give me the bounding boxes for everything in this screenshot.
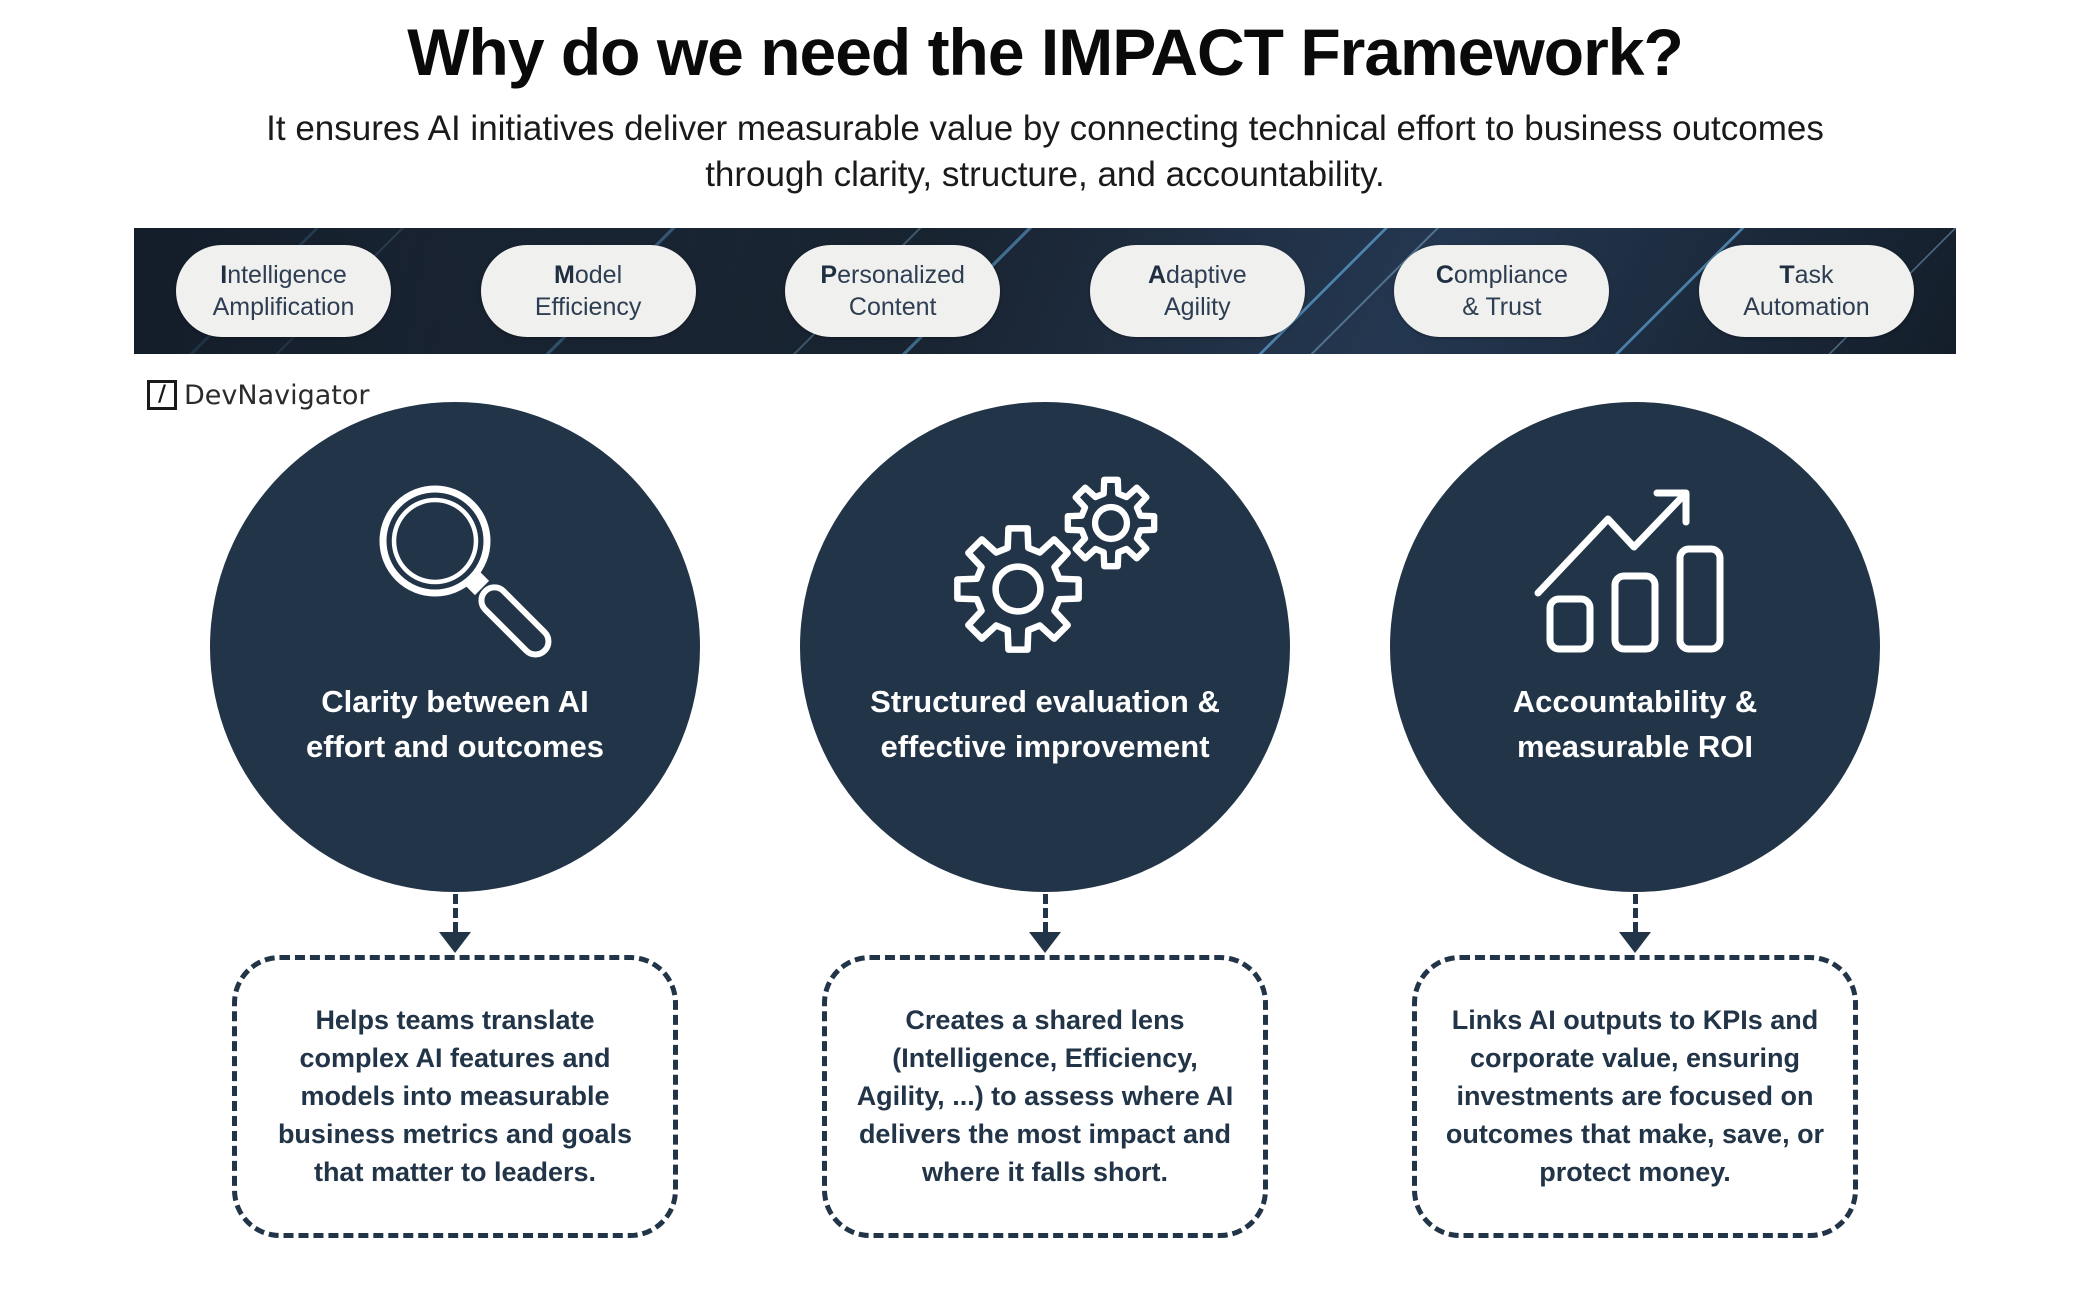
- pillar-title-line-2: measurable ROI: [1516, 729, 1754, 765]
- pill-line-2: & Trust: [1462, 293, 1542, 322]
- dashed-arrow-connector: [1029, 894, 1061, 954]
- pill-line-1: Task: [1779, 259, 1833, 292]
- pillar-circle-accountability: Accountability & measurable ROI: [1390, 402, 1880, 893]
- pill-word: ompliance: [1453, 260, 1568, 289]
- pill-initial: P: [820, 260, 838, 289]
- pillar-title-line-1: Accountability &: [1512, 684, 1758, 720]
- arrow-down-icon: [1619, 932, 1651, 954]
- pill-line-2: Amplification: [212, 293, 355, 322]
- detail-box-evaluation: Creates a shared lens (Intelligence, Eff…: [822, 955, 1268, 1239]
- pillar-title-line-2: effort and outcomes: [306, 729, 604, 765]
- pill-word: ersonalized: [837, 260, 965, 289]
- pill-line-1: Intelligence: [220, 259, 346, 292]
- devnavigator-logo-icon: /: [147, 380, 177, 411]
- impact-pill-intelligence-amplification: Intelligence Amplification: [176, 245, 391, 338]
- pill-initial: C: [1435, 260, 1454, 289]
- growth-chart-icon: [1520, 460, 1750, 672]
- pill-word: daptive: [1166, 260, 1247, 289]
- impact-pill-compliance-trust: Compliance & Trust: [1394, 245, 1610, 338]
- detail-box-accountability: Links AI outputs to KPIs and corporate v…: [1412, 955, 1858, 1239]
- pill-line-2: Efficiency: [534, 293, 642, 322]
- pill-initial: M: [554, 260, 575, 289]
- impact-acronym-bar: Intelligence Amplification Model Efficie…: [134, 228, 1956, 355]
- pillar-title-line-2: effective improvement: [880, 729, 1210, 765]
- pillar-clarity: Clarity between AI effort and outcomes He…: [210, 402, 700, 1239]
- pill-word: ask: [1794, 260, 1834, 289]
- devnavigator-brand: / DevNavigator: [147, 379, 2090, 411]
- pill-word: ntelligence: [227, 260, 347, 289]
- magnifier-icon: [350, 460, 560, 672]
- pillar-circle-clarity: Clarity between AI effort and outcomes: [210, 402, 700, 893]
- pillar-title-line-1: Structured evaluation &: [870, 684, 1220, 720]
- pillar-title-line-1: Clarity between AI: [321, 684, 589, 720]
- subtitle-line-1: It ensures AI initiatives deliver measur…: [266, 109, 1824, 148]
- pill-line-1: Compliance: [1436, 259, 1568, 292]
- page-title: Why do we need the IMPACT Framework?: [407, 15, 1684, 89]
- pillar-circle-evaluation: Structured evaluation & effective improve…: [800, 402, 1290, 893]
- dashed-line: [1042, 894, 1048, 933]
- arrow-down-icon: [1029, 932, 1061, 954]
- dashed-arrow-connector: [1619, 894, 1651, 954]
- dashed-line: [452, 894, 458, 933]
- pill-initial: T: [1779, 260, 1795, 289]
- pill-line-1: Model: [554, 259, 622, 292]
- pillar-accountability: Accountability & measurable ROI Links AI …: [1390, 402, 1880, 1239]
- impact-pill-task-automation: Task Automation: [1698, 245, 1914, 338]
- page-subtitle: It ensures AI initiatives deliver measur…: [0, 106, 2090, 198]
- pill-line-1: Adaptive: [1148, 259, 1247, 292]
- pillar-title: Accountability & measurable ROI: [1513, 680, 1758, 770]
- pill-line-2: Agility: [1163, 293, 1231, 322]
- pillars-row: Clarity between AI effort and outcomes He…: [0, 402, 2090, 1239]
- pillar-title: Structured evaluation & effective improve…: [870, 680, 1220, 770]
- arrow-down-icon: [439, 932, 471, 954]
- subtitle-line-2: through clarity, structure, and accounta…: [705, 155, 1385, 195]
- pill-word: odel: [574, 260, 623, 289]
- gears-icon: [915, 460, 1175, 672]
- impact-pill-adaptive-agility: Adaptive Agility: [1089, 245, 1305, 338]
- pill-line-2: Automation: [1743, 293, 1870, 322]
- brand-name: DevNavigator: [184, 379, 370, 411]
- pillar-title: Clarity between AI effort and outcomes: [306, 680, 604, 770]
- detail-box-clarity: Helps teams translate complex AI feature…: [232, 955, 678, 1239]
- dashed-arrow-connector: [439, 894, 471, 954]
- pillar-evaluation: Structured evaluation & effective improve…: [800, 402, 1290, 1239]
- impact-pill-personalized-content: Personalized Content: [785, 245, 1001, 338]
- pill-initial: A: [1147, 260, 1166, 289]
- impact-pill-model-efficiency: Model Efficiency: [480, 245, 696, 338]
- pill-line-1: Personalized: [820, 259, 965, 292]
- dashed-line: [1632, 894, 1638, 933]
- pill-initial: I: [220, 260, 228, 289]
- pill-line-2: Content: [848, 293, 937, 322]
